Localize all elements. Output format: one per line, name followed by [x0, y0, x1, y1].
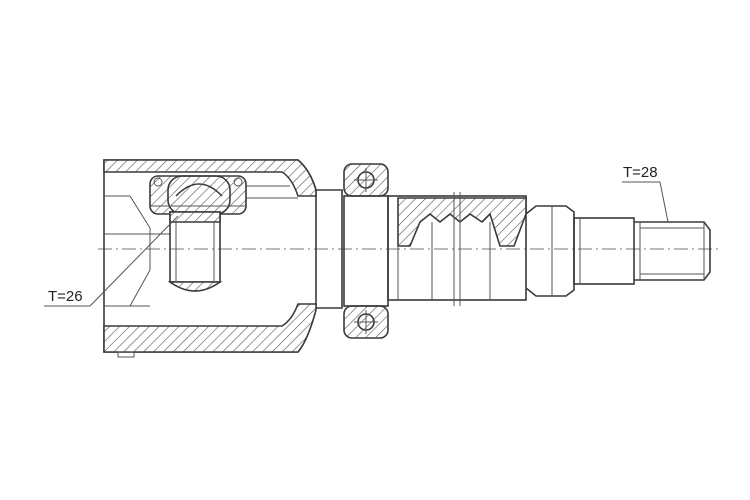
housing-neck: [316, 189, 343, 309]
joint-housing: [103, 159, 317, 358]
inner-spline-shaft: [167, 211, 223, 292]
tripod-roller: [149, 175, 247, 215]
output-shaft: [525, 205, 711, 297]
flange: [343, 163, 389, 339]
label-right-spline: T=28: [623, 164, 658, 181]
leader-line-right-diag: [659, 181, 669, 223]
intermediate-shaft: [387, 192, 527, 306]
label-left-spline: T=26: [48, 288, 83, 305]
leader-line-left-diag: [89, 215, 179, 307]
